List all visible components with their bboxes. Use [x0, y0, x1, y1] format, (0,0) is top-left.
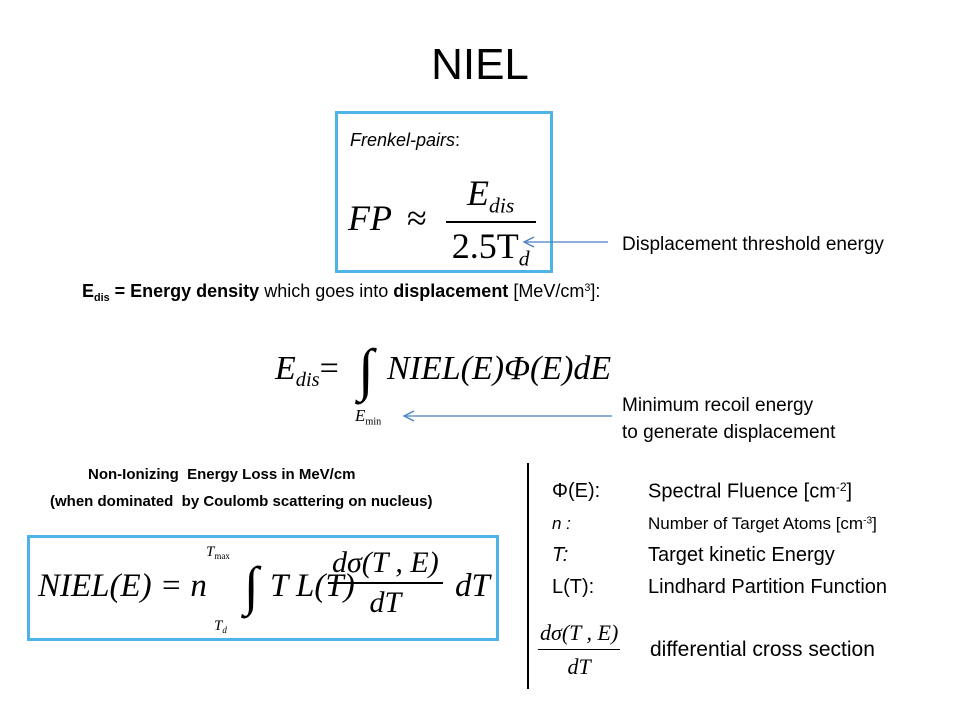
edis-bold-energy-density: Energy density — [130, 281, 260, 301]
edis-formula-lhs: E — [275, 350, 296, 387]
edis-unit-sup: 3 — [584, 282, 591, 295]
fp-fraction: Edis 2.5Td — [445, 172, 536, 272]
fp-denominator-sub: d — [518, 246, 530, 271]
niel-lower-symbol: T — [214, 618, 223, 634]
cross-section-label: differential cross section — [650, 638, 875, 661]
legend-value-fluence-sup: -2 — [835, 480, 847, 494]
niel-integrand: T L(T) — [270, 568, 355, 604]
cross-section-den: dT — [538, 649, 621, 680]
niel-integral-sign: ∫ — [244, 556, 259, 616]
fp-numerator: Edis — [446, 172, 536, 221]
niel-fraction: dσ(T , E) dT — [328, 546, 443, 620]
niel-upper-limit: Tmax — [206, 544, 230, 561]
recoil-annotation: Minimum recoil energy to generate displa… — [622, 392, 835, 446]
fp-numerator-symbol: E — [467, 173, 490, 213]
niel-upper-sub: max — [214, 551, 230, 562]
legend-value-fluence: Spectral Fluence [cm-2] — [648, 480, 852, 504]
edis-unit: [MeV/cm — [508, 281, 585, 301]
page-title: NIEL — [431, 40, 529, 89]
niel-lhs: NIEL(E) = n — [38, 568, 207, 604]
edis-lower-symbol: E — [355, 406, 366, 425]
recoil-line-2: to generate displacement — [622, 422, 836, 443]
edis-bold-displacement: displacement — [393, 281, 509, 301]
edis-symbol: E — [82, 281, 95, 301]
legend-value-atoms-post: ] — [872, 514, 877, 533]
legend: Φ(E): Spectral Fluence [cm-2] n : Number… — [552, 480, 952, 612]
edis-lower-limit: Emin — [355, 406, 381, 428]
edis-integrand: NIEL(E)Φ(E)dE — [387, 350, 612, 387]
legend-key-atoms: n : — [552, 514, 571, 533]
recoil-line-1: Minimum recoil energy — [622, 395, 814, 416]
frenkel-label: Frenkel-pairs: — [350, 130, 460, 151]
niel-heading-line-1: Non-Ionizing Energy Loss in MeV/cm — [88, 466, 356, 483]
edis-unit-post: ]: — [590, 281, 601, 301]
niel-fraction-num: dσ(T , E) — [332, 546, 439, 579]
cross-section-fraction: dσ(T , E) dT — [538, 620, 621, 680]
legend-value-atoms-sup: -3 — [863, 515, 873, 527]
legend-key-lindhard: L(T): — [552, 576, 595, 598]
legend-value-atoms-text: Number of Target Atoms [cm — [648, 514, 864, 533]
frenkel-label-text: Frenkel-pairs — [350, 130, 456, 150]
frenkel-label-colon: : — [455, 130, 461, 150]
fp-symbol: FP — [348, 197, 392, 238]
niel-lower-sub: d — [222, 625, 227, 636]
legend-key-fluence: Φ(E): — [552, 480, 601, 502]
edis-formula-lhs-sub: dis — [295, 369, 320, 392]
edis-integral-sign: ∫ — [358, 337, 374, 402]
niel-formula-box: NIEL(E) = n ∫ Tmax Td T L(T) dσ(T , E) d… — [27, 535, 499, 641]
fp-denominator: 2.5Td — [445, 220, 536, 272]
edis-description: Edis = Energy density which goes into di… — [82, 281, 600, 304]
legend-value-fluence-text: Spectral Fluence [cm — [648, 480, 836, 503]
niel-heading-line-2: (when dominated by Coulomb scattering on… — [50, 493, 433, 510]
edis-eq: = — [109, 281, 131, 301]
edis-symbol-sub: dis — [94, 291, 110, 304]
recoil-arrow — [402, 410, 612, 422]
edis-formula-eq: = — [319, 350, 339, 387]
threshold-annotation: Displacement threshold energy — [622, 234, 884, 255]
legend-value-fluence-post: ] — [846, 480, 853, 503]
approx-symbol: ≈ — [406, 197, 427, 238]
frenkel-formula: FP ≈ Edis 2.5Td — [348, 172, 536, 271]
edis-lower-sub: min — [365, 416, 382, 428]
niel-upper-symbol: T — [206, 544, 215, 560]
vertical-divider — [527, 463, 529, 689]
niel-tail: dT — [455, 568, 490, 604]
frenkel-pairs-box: Frenkel-pairs: FP ≈ Edis 2.5Td — [335, 111, 553, 273]
edis-mid-text: which goes into — [259, 281, 394, 301]
legend-value-atoms: Number of Target Atoms [cm-3] — [648, 514, 877, 534]
fp-denominator-value: 2.5T — [451, 225, 519, 266]
legend-value-kinetic: Target kinetic Energy — [648, 544, 835, 566]
edis-formula: Edis= — [275, 350, 339, 392]
legend-key-kinetic: T: — [552, 544, 569, 566]
cross-section-num: dσ(T , E) — [540, 620, 619, 645]
fp-numerator-sub: dis — [489, 193, 515, 218]
niel-fraction-den: dT — [328, 582, 443, 620]
legend-value-lindhard: Lindhard Partition Function — [648, 576, 888, 598]
niel-lower-limit: Td — [214, 618, 227, 635]
